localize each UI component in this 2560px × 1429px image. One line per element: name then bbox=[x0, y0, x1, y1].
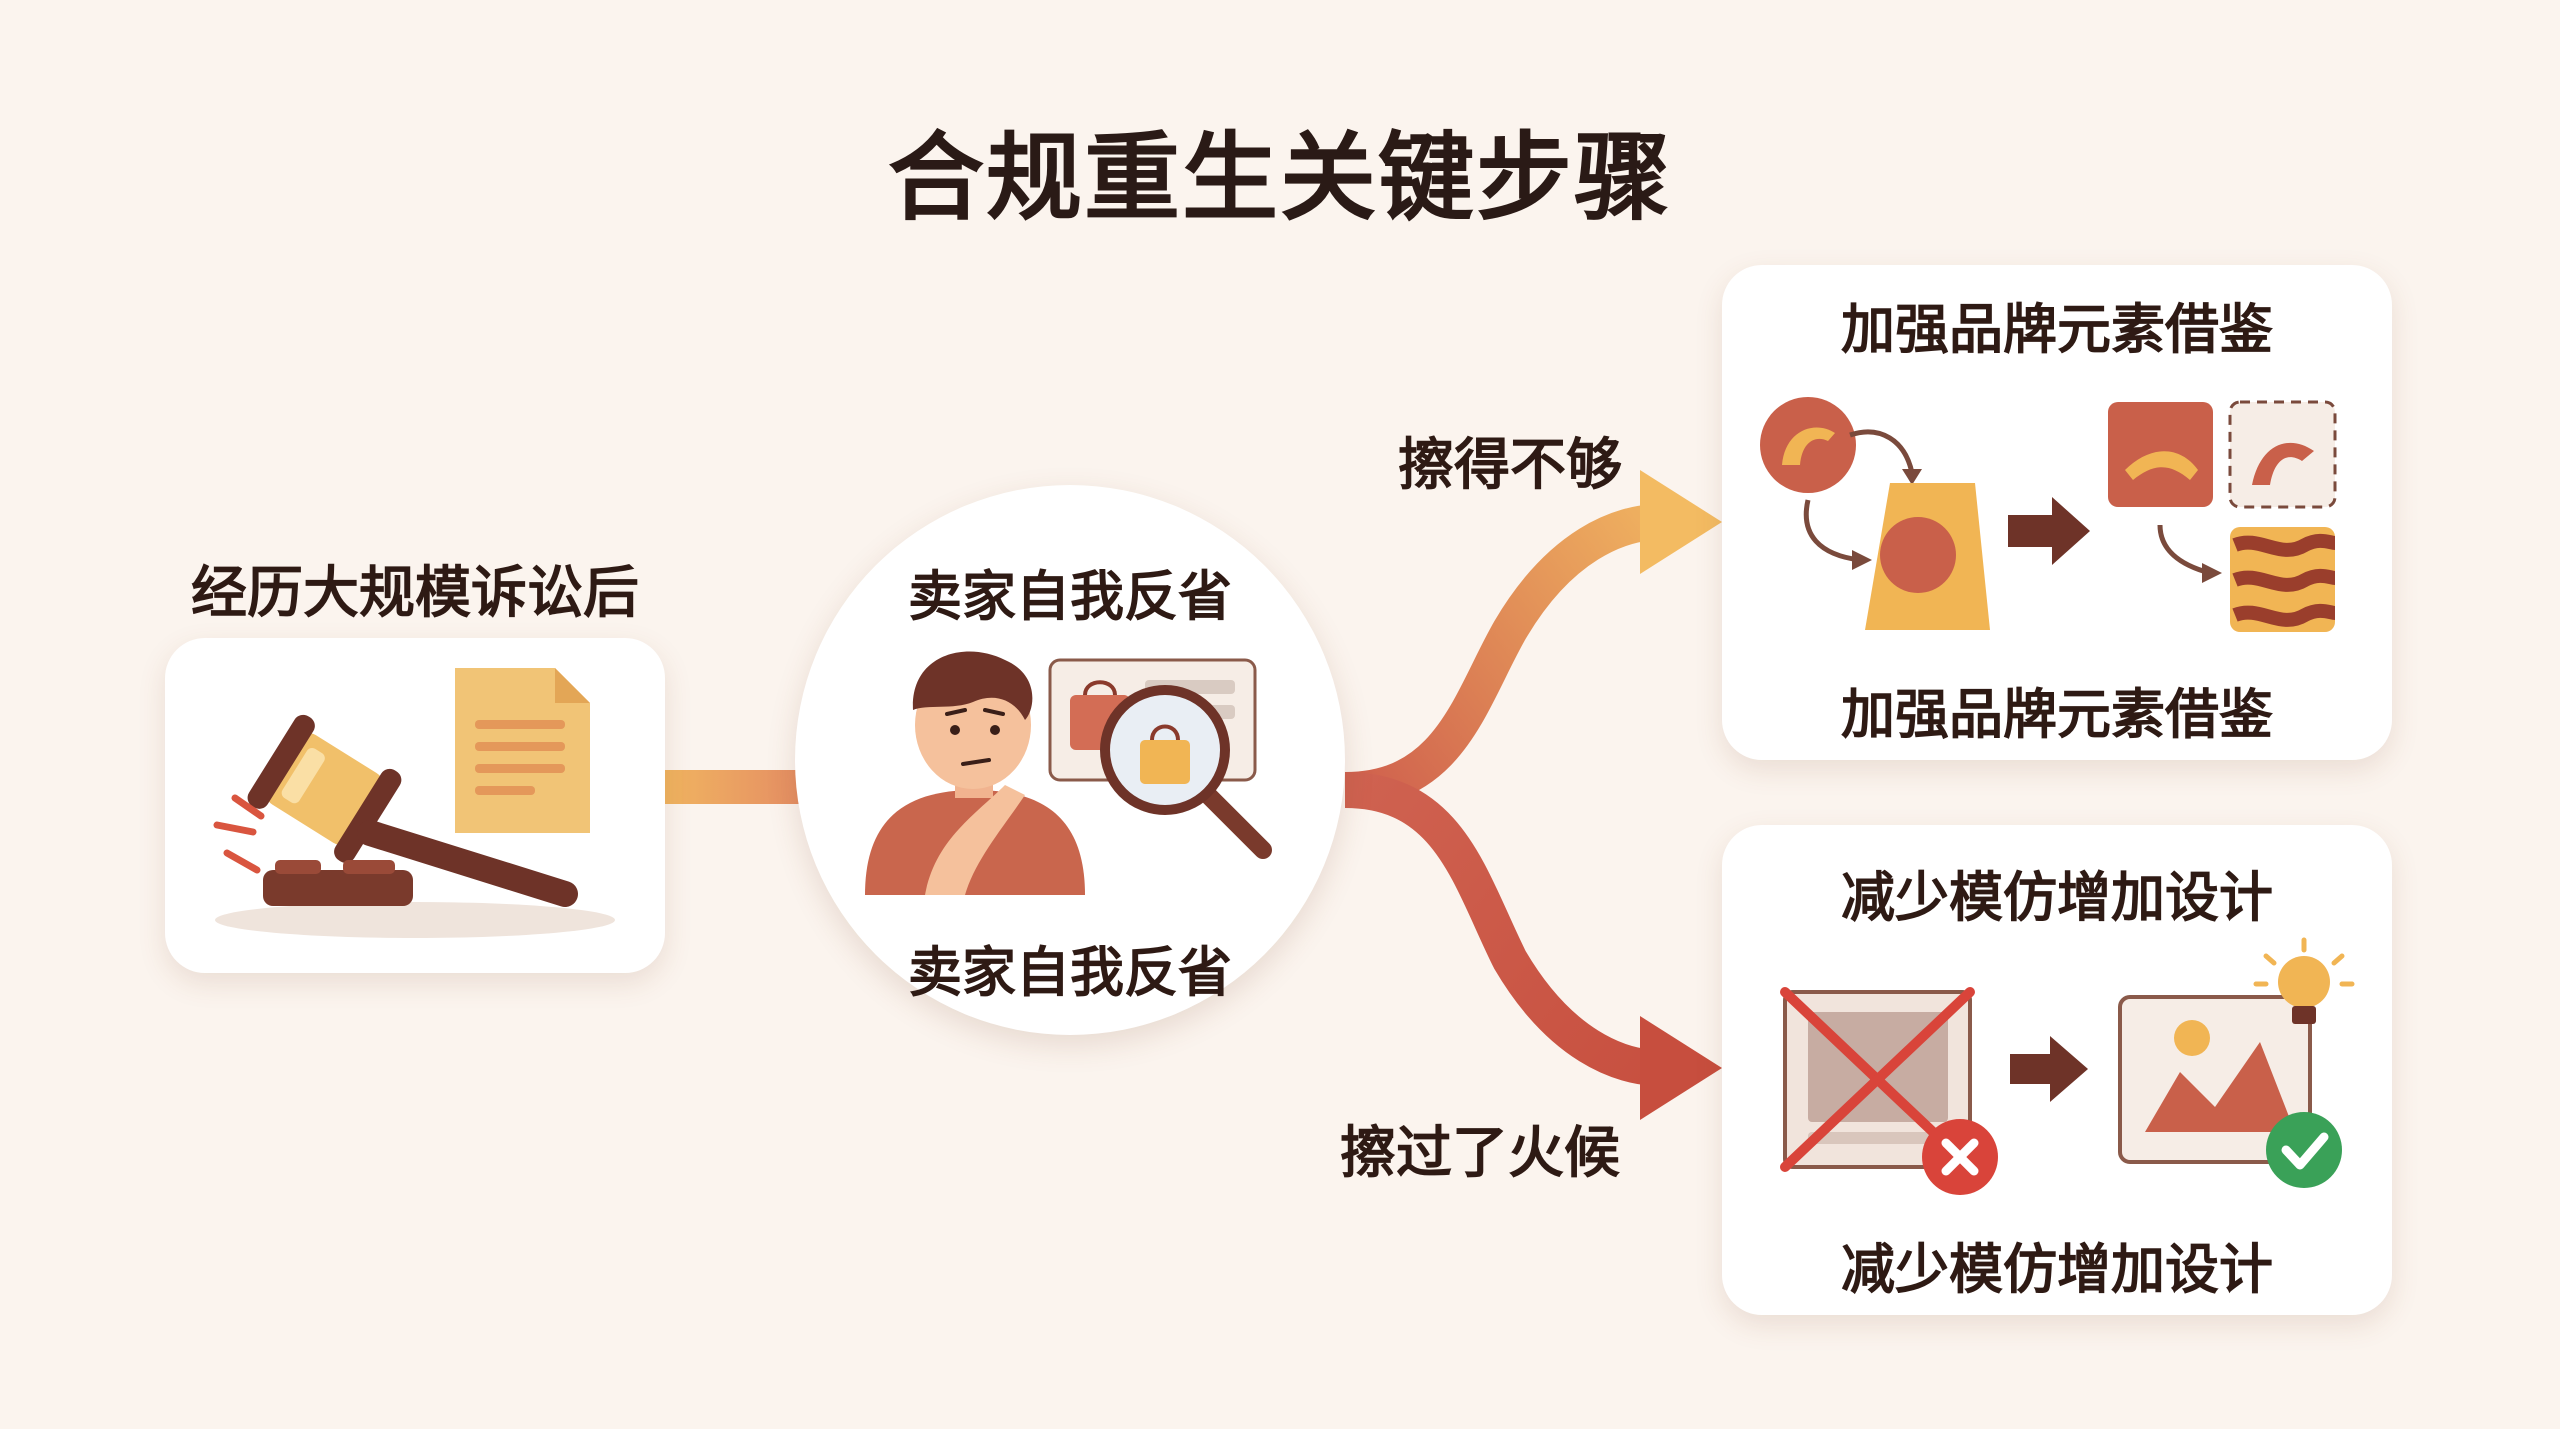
lower-card-caption: 减少模仿增加设计 bbox=[1841, 1238, 2273, 1301]
diagram-title: 合规重生关键步骤 bbox=[888, 122, 1672, 234]
original-design-icon bbox=[1780, 937, 2355, 1195]
lower-path-label: 擦过了火候 bbox=[1340, 1121, 1620, 1186]
upper-card-title: 加强品牌元素借鉴 bbox=[1841, 298, 2273, 361]
step1-label: 经历大规模诉讼后 bbox=[191, 561, 639, 626]
arrow-lower-head bbox=[1640, 1016, 1722, 1120]
lower-card-title: 减少模仿增加设计 bbox=[1841, 866, 2273, 929]
arrow-upper-branch bbox=[1344, 504, 1661, 808]
step2-label-bottom: 卖家自我反省 bbox=[908, 941, 1232, 1004]
gavel-lawsuit-icon bbox=[213, 668, 615, 938]
thinking-seller-icon bbox=[865, 651, 1272, 895]
arrow-upper-head bbox=[1640, 470, 1722, 574]
brand-elements-icon bbox=[1760, 397, 2337, 632]
connector-step1-step2 bbox=[665, 770, 815, 804]
upper-card-caption: 加强品牌元素借鉴 bbox=[1841, 683, 2273, 746]
step2-label-top: 卖家自我反省 bbox=[908, 565, 1232, 628]
upper-path-label: 擦得不够 bbox=[1398, 433, 1622, 498]
arrow-lower-branch bbox=[1344, 772, 1661, 1086]
